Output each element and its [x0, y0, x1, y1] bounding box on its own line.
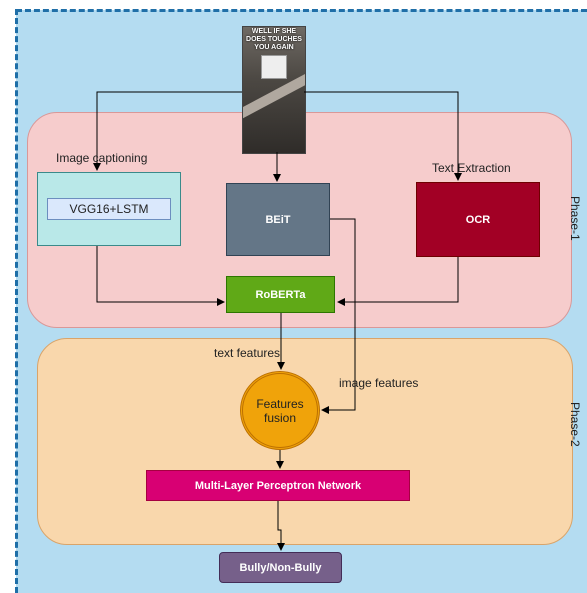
mlp-box: Multi-Layer Perceptron Network [146, 470, 410, 501]
canvas-top-border [16, 9, 587, 12]
text-features-label: text features [214, 346, 281, 360]
meme-image: WELL IF SHE DOES TOUCHES YOU AGAIN [242, 26, 306, 154]
phase-1-label: Phase-1 [568, 196, 582, 241]
beit-box: BEiT [226, 183, 330, 256]
meme-overlay-box [261, 55, 287, 79]
ocr-box: OCR [416, 182, 540, 257]
roberta-box: RoBERTa [226, 276, 335, 313]
phase-2-container [37, 338, 573, 545]
arrow-image-to-captioning [93, 91, 242, 171]
arrow-ocr-to-roberta [337, 257, 459, 306]
bully-output-box: Bully/Non-Bully [219, 552, 342, 583]
arrow-image-to-ocr [304, 91, 462, 181]
text-extraction-label: Text Extraction [432, 161, 511, 175]
canvas-left-border [15, 9, 18, 593]
vgg-lstm-box: VGG16+LSTM [47, 198, 171, 220]
features-fusion-node: Features fusion [240, 371, 320, 450]
meme-caption: WELL IF SHE DOES TOUCHES YOU AGAIN [246, 28, 302, 51]
arrow-beit-to-fusion [321, 218, 356, 414]
arrow-vgg-to-roberta [96, 246, 225, 306]
image-features-label: image features [339, 376, 419, 390]
image-captioning-label: Image captioning [56, 151, 148, 165]
phase-2-label: Phase-2 [568, 402, 582, 447]
image-captioning-box: VGG16+LSTM [37, 172, 181, 246]
arrow-mlp-to-output [277, 501, 285, 551]
